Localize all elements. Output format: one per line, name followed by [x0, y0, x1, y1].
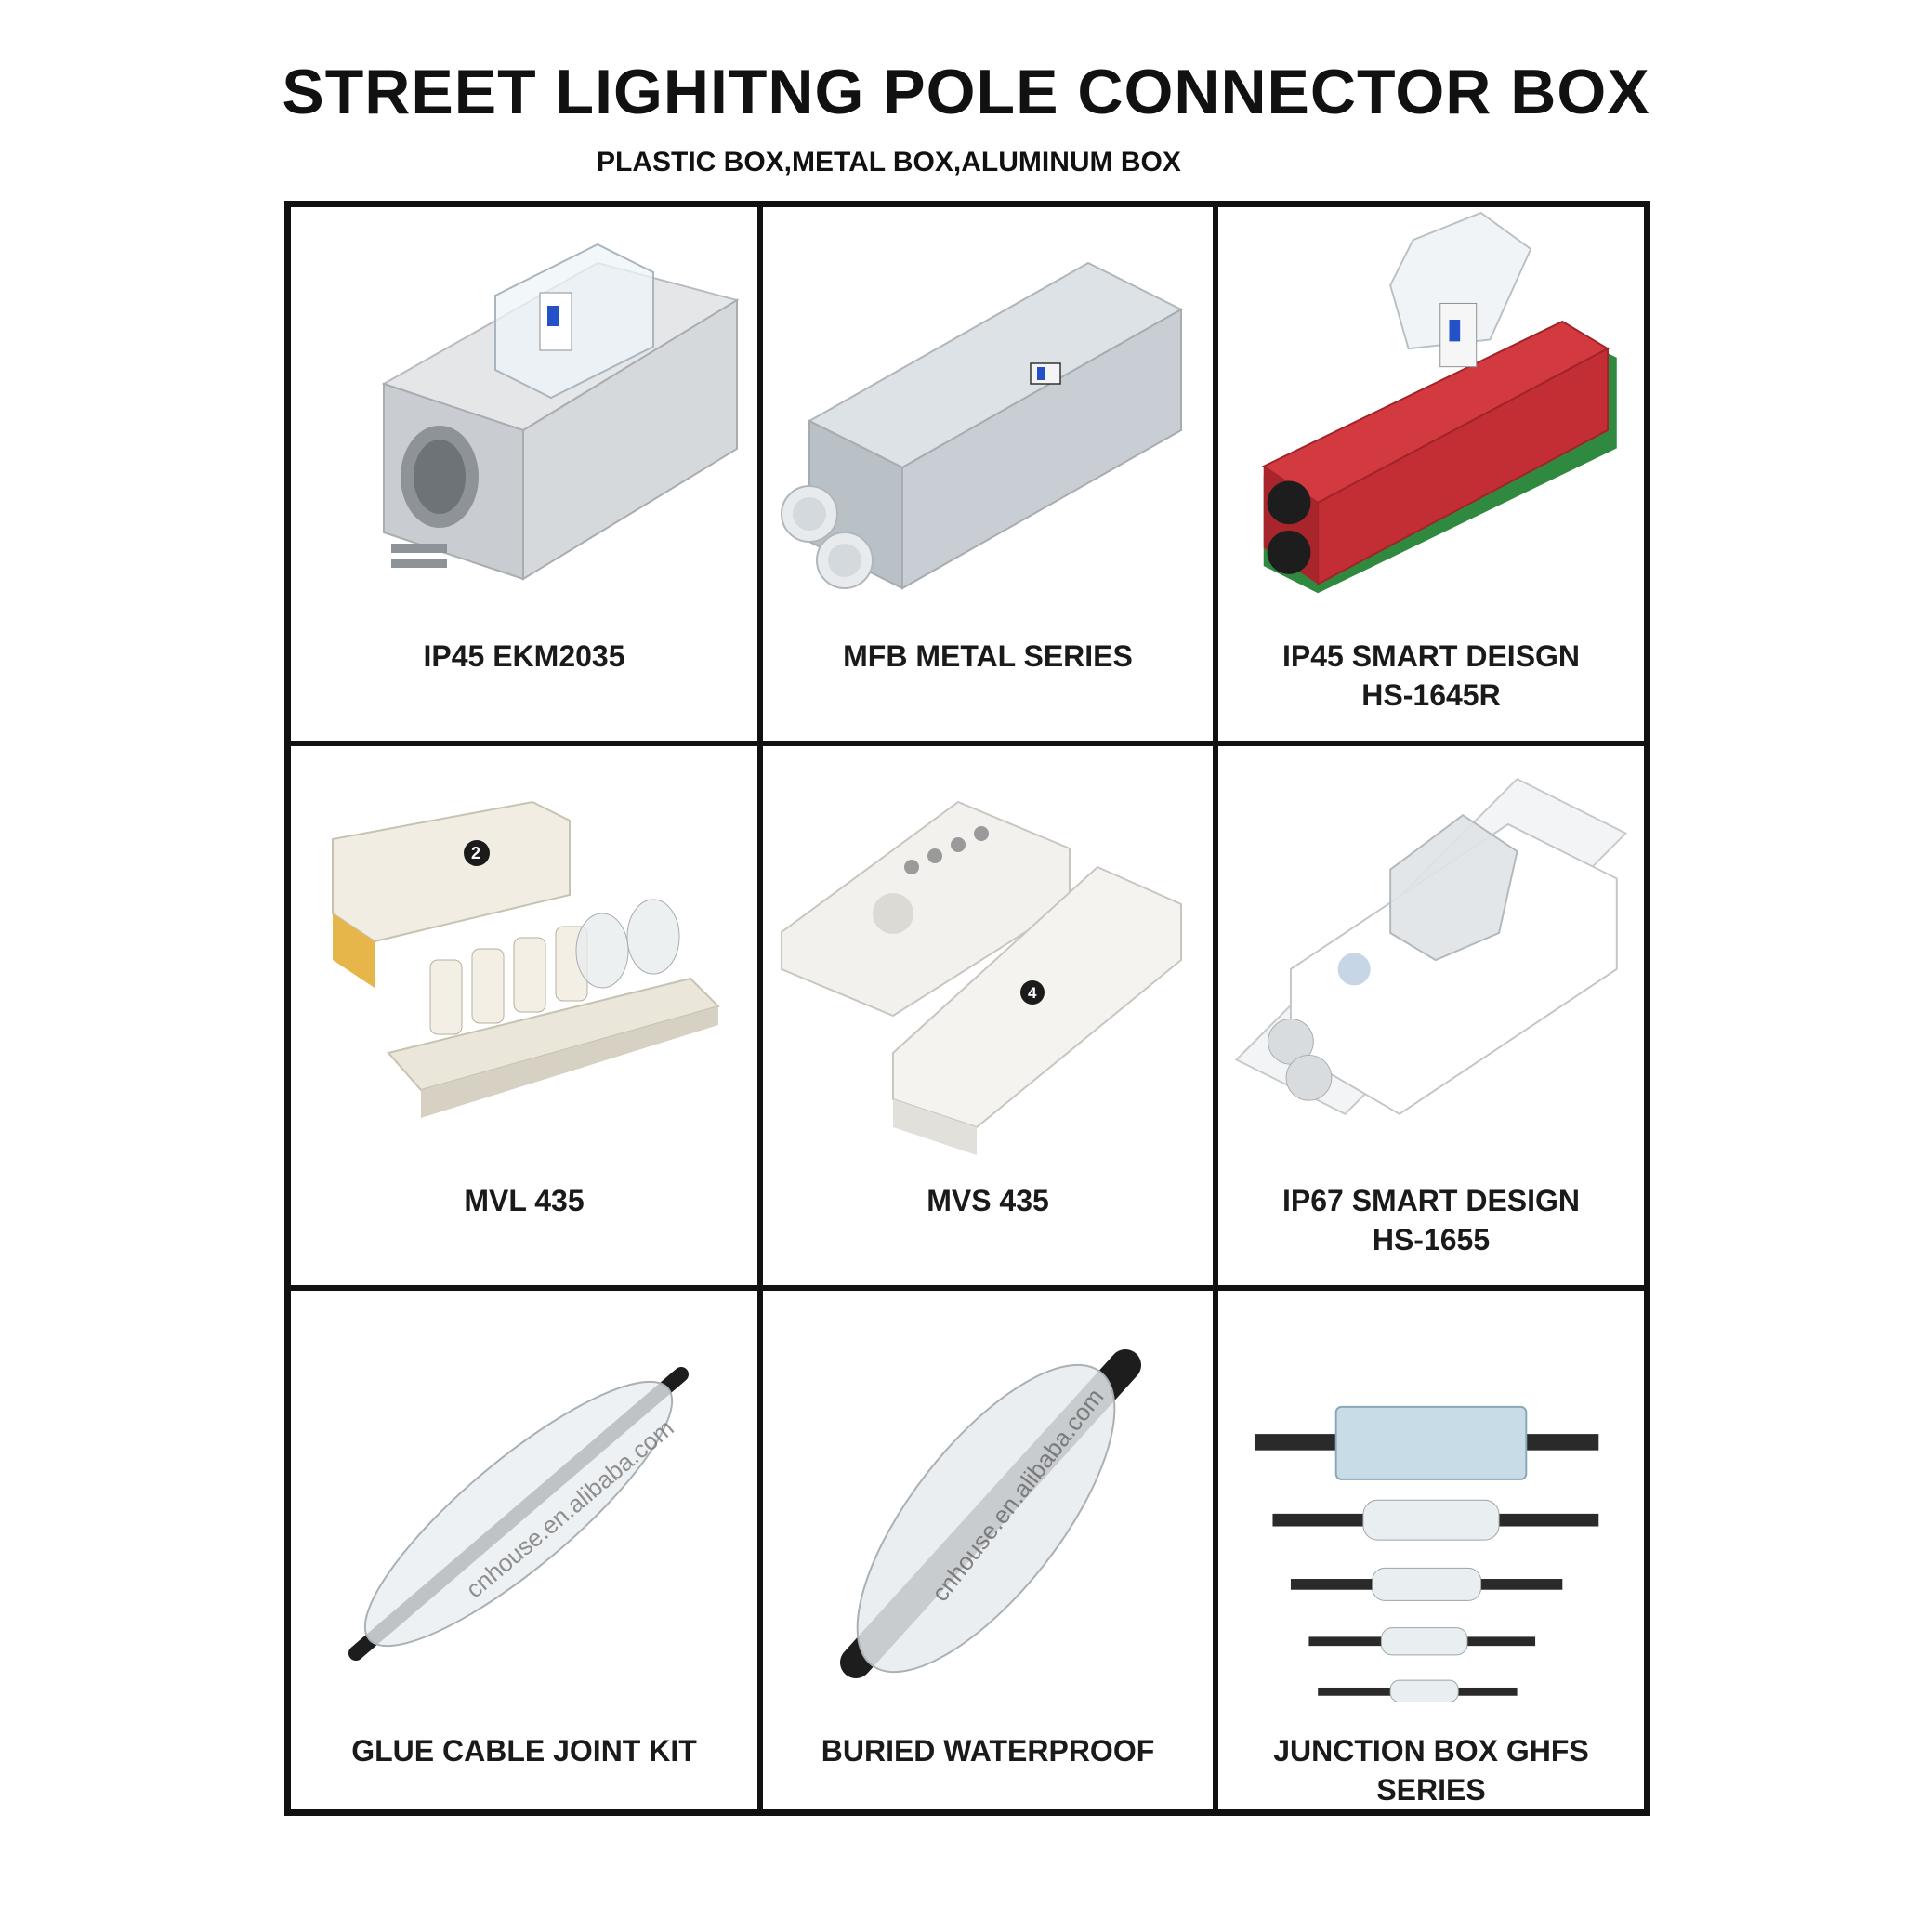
product-card-glue-kit: cnhouse.en.alibaba.com GLUE CABLE JOINT …	[291, 1291, 757, 1809]
product-label: JUNCTION BOX GHFS SERIES	[1273, 1734, 1589, 1807]
page-subtitle: PLASTIC BOX,METAL BOX,ALUMINUM BOX	[597, 147, 1181, 177]
product-label: MVS 435	[927, 1184, 1049, 1217]
product-card-mvs-435: 4 MVS 435	[763, 746, 1213, 1285]
plastic-box-image	[291, 207, 757, 644]
product-card-mfb-metal: MFB METAL SERIES	[763, 207, 1213, 741]
mvl-module-image: 2	[291, 746, 757, 1183]
product-card-ip67-hs1655: IP67 SMART DESIGN HS-1655	[1218, 746, 1644, 1285]
product-card-ghfs: JUNCTION BOX GHFS SERIES	[1218, 1291, 1644, 1809]
product-label: IP45 EKM2035	[423, 639, 625, 673]
ghfs-series-image	[1218, 1291, 1644, 1728]
product-label: IP45 SMART DEISGN HS-1645R	[1281, 639, 1581, 712]
product-label: MVL 435	[464, 1184, 585, 1217]
product-card-buried-waterproof: cnhouse.en.alibaba.com BURIED WATERPROOF	[763, 1291, 1213, 1809]
product-card-ip45-ekm2035: IP45 EKM2035	[291, 207, 757, 741]
product-label: IP67 SMART DESIGN HS-1655	[1281, 1184, 1581, 1256]
module-number-4: 4	[1028, 984, 1037, 1002]
glue-kit-image: cnhouse.en.alibaba.com	[291, 1291, 757, 1728]
ip67-box-image	[1218, 746, 1644, 1183]
metal-box-image	[763, 207, 1213, 644]
mvs-module-image: 4	[763, 746, 1213, 1183]
page-title: STREET LIGHITNG POLE CONNECTOR BOX	[282, 57, 1650, 127]
product-card-mvl-435: 2 MVL 435	[291, 746, 757, 1285]
product-label: BURIED WATERPROOF	[821, 1734, 1155, 1768]
product-label: GLUE CABLE JOINT KIT	[351, 1734, 697, 1768]
module-number-2: 2	[471, 844, 480, 862]
red-smart-box-image	[1218, 207, 1644, 644]
product-card-ip45-hs1645r: IP45 SMART DEISGN HS-1645R	[1218, 207, 1644, 741]
product-grid: IP45 EKM2035 MFB METAL SERIES	[284, 201, 1650, 1816]
product-label: MFB METAL SERIES	[843, 639, 1133, 673]
buried-joint-image: cnhouse.en.alibaba.com	[763, 1291, 1213, 1728]
